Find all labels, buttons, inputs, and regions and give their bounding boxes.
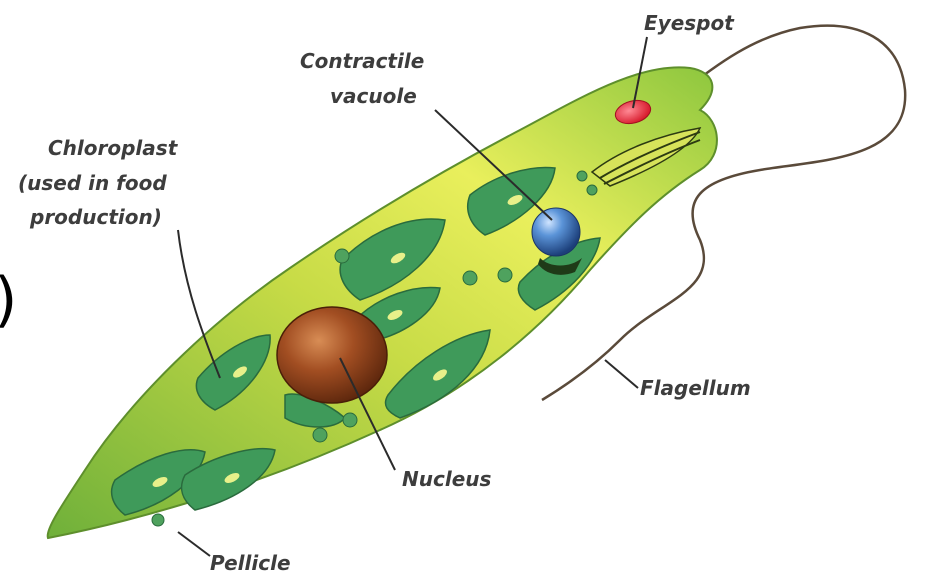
flagellum-leader — [605, 360, 638, 388]
flagellum-label: Flagellum — [640, 376, 751, 400]
contractile-vacuole-label-line2: vacuole — [330, 84, 417, 108]
nucleus-label: Nucleus — [402, 467, 491, 491]
pellicle-label: Pellicle — [210, 551, 291, 575]
edge-mark: ) — [0, 265, 17, 335]
nucleus — [277, 307, 387, 403]
chloroplast-label-line2: (used in food — [18, 171, 167, 195]
pellicle-leader — [178, 532, 210, 556]
contractile-vacuole-label-line1: Contractile — [300, 49, 424, 73]
eyespot-label: Eyespot — [644, 11, 735, 35]
chloroplast-label-line1: Chloroplast — [48, 136, 179, 160]
contractile-vacuole — [532, 208, 580, 256]
chloroplast-label-line3: production) — [29, 205, 162, 229]
